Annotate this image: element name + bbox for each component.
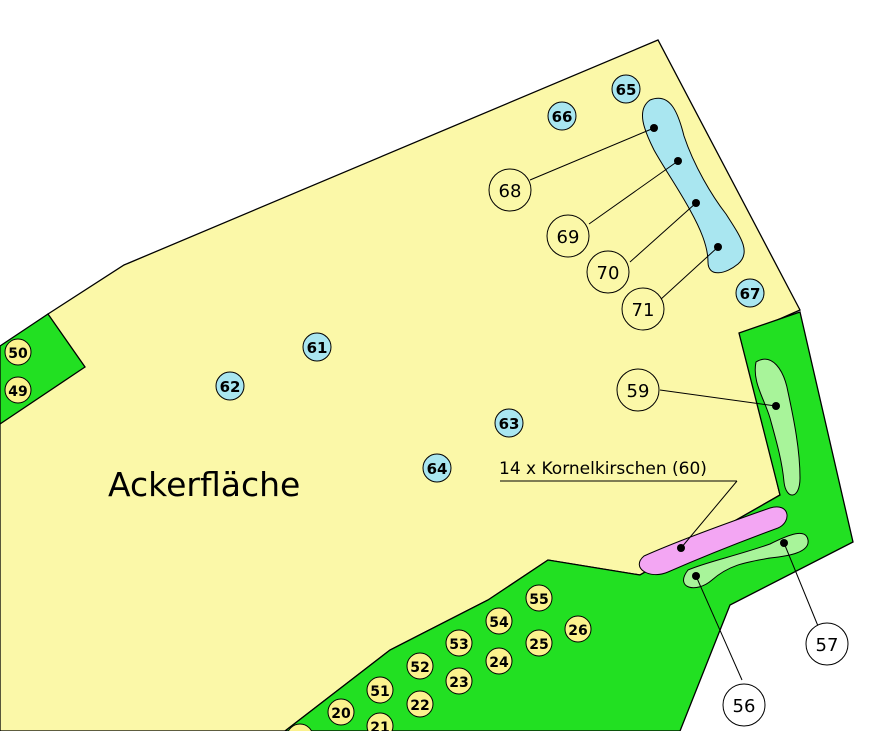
blue-marker-66: 66 <box>547 101 577 131</box>
svg-text:62: 62 <box>220 378 241 396</box>
pointer-lines <box>500 127 819 681</box>
tree-marker-23: 23 <box>445 667 473 695</box>
svg-text:70: 70 <box>597 263 620 284</box>
tree-marker-20: 20 <box>327 698 355 726</box>
tree-marker-19: 19 <box>287 723 313 731</box>
plant-pink-shape <box>638 506 788 576</box>
tree-marker-51: 51 <box>366 676 394 704</box>
plant-dots <box>650 124 788 580</box>
tree-marker-26: 26 <box>564 615 592 643</box>
tree-marker-21: 21 <box>366 712 394 731</box>
ring-label-56: 56 <box>722 683 766 727</box>
tree-marker-52: 52 <box>406 652 434 680</box>
ring-label-69: 69 <box>546 214 590 258</box>
ring-label-68: 68 <box>488 168 532 212</box>
plant-56-57-shape <box>683 532 809 589</box>
svg-text:25: 25 <box>529 637 548 653</box>
ring-label-70: 70 <box>586 250 630 294</box>
svg-text:20: 20 <box>331 706 351 722</box>
svg-text:65: 65 <box>616 81 637 99</box>
blue-marker-61: 61 <box>302 332 332 362</box>
svg-text:49: 49 <box>8 384 27 400</box>
svg-text:61: 61 <box>307 339 328 357</box>
svg-text:68: 68 <box>499 181 522 202</box>
svg-text:54: 54 <box>489 615 509 631</box>
tree-marker-55: 55 <box>525 584 553 612</box>
tree-marker-49: 49 <box>4 376 32 404</box>
svg-text:52: 52 <box>410 660 429 676</box>
tree-marker-24: 24 <box>485 647 513 675</box>
ring-label-57: 57 <box>805 622 849 666</box>
tree-marker-22: 22 <box>406 690 434 718</box>
tree-marker-53: 53 <box>445 629 473 657</box>
svg-text:63: 63 <box>499 415 520 433</box>
svg-text:57: 57 <box>816 635 839 656</box>
svg-text:71: 71 <box>632 300 655 321</box>
svg-text:22: 22 <box>410 698 429 714</box>
tree-marker-50: 50 <box>4 338 32 366</box>
tree-marker-54: 54 <box>485 607 513 635</box>
annotation-label: 14 x Kornelkirschen (60) <box>499 459 707 479</box>
svg-text:23: 23 <box>449 675 468 691</box>
svg-text:56: 56 <box>733 696 756 717</box>
water-plant-shape <box>641 97 745 274</box>
svg-text:64: 64 <box>427 460 448 478</box>
tree-marker-25: 25 <box>525 629 553 657</box>
blue-marker-63: 63 <box>494 408 524 438</box>
svg-text:55: 55 <box>529 592 548 608</box>
svg-text:51: 51 <box>370 684 389 700</box>
svg-text:66: 66 <box>552 108 573 126</box>
svg-text:26: 26 <box>568 623 587 639</box>
svg-text:50: 50 <box>8 346 28 362</box>
blue-marker-67: 67 <box>735 278 765 308</box>
svg-text:24: 24 <box>489 655 509 671</box>
ring-label-59: 59 <box>616 368 660 412</box>
svg-text:53: 53 <box>449 637 468 653</box>
blue-marker-62: 62 <box>215 371 245 401</box>
plant-59-shape <box>754 358 801 496</box>
area-label: Ackerfläche <box>108 465 300 504</box>
svg-text:69: 69 <box>557 227 580 248</box>
blue-marker-64: 64 <box>422 453 452 483</box>
svg-text:67: 67 <box>740 285 761 303</box>
svg-text:21: 21 <box>370 720 389 731</box>
svg-text:59: 59 <box>627 381 650 402</box>
ring-label-71: 71 <box>621 287 665 331</box>
blue-marker-65: 65 <box>611 74 641 104</box>
